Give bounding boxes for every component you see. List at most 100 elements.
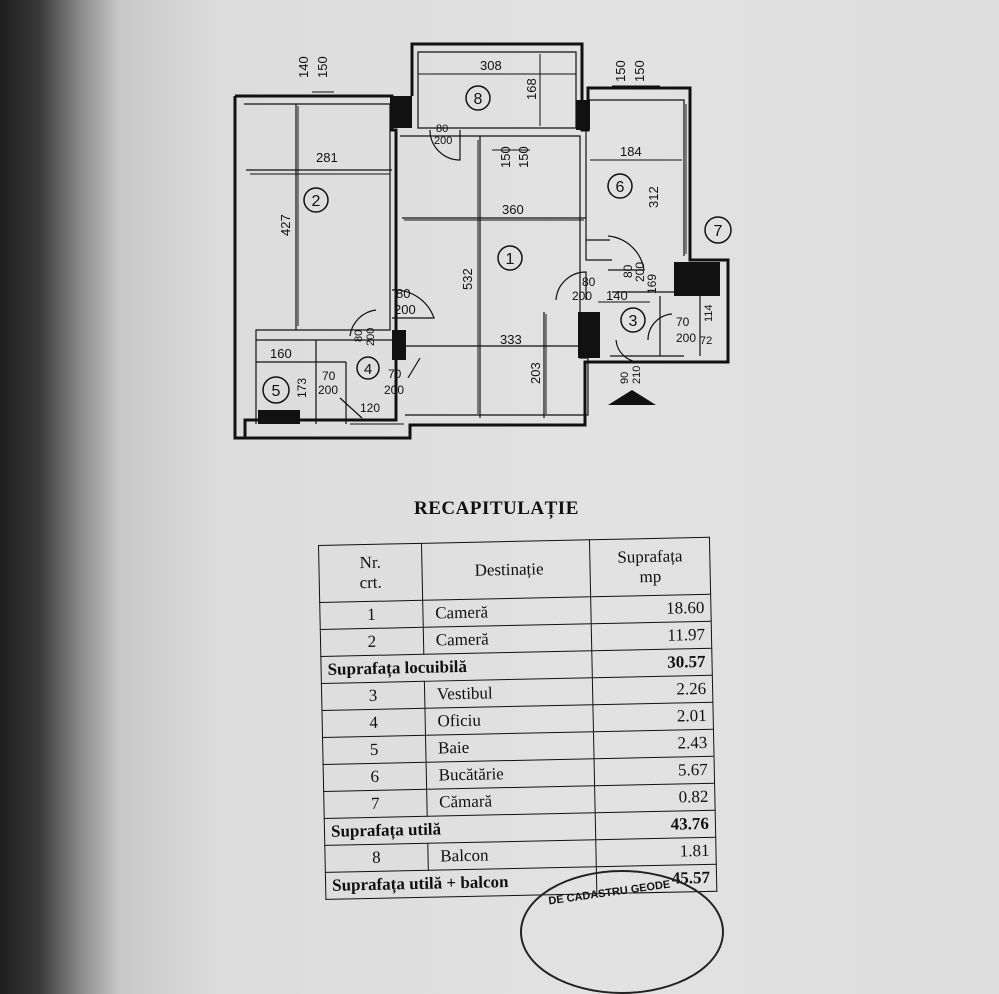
- room-circle: [303, 187, 329, 213]
- wall-block: [392, 330, 406, 360]
- wall-block: [674, 262, 720, 296]
- row-val: 5.67: [594, 756, 715, 786]
- entry-arrow-icon: [608, 390, 656, 405]
- row-nr: 7: [323, 789, 427, 819]
- dim-text: 160: [270, 346, 292, 361]
- row-val: 2.26: [592, 675, 713, 705]
- summary-val: 43.76: [595, 810, 716, 840]
- dim-text: 114: [703, 304, 715, 322]
- dim-text: 210: [631, 366, 643, 384]
- row-dest: Cameră: [423, 623, 593, 655]
- door-swing: [349, 309, 377, 337]
- row-val: 2.43: [593, 729, 715, 759]
- row-val: 18.60: [590, 594, 712, 624]
- row-nr: 5: [322, 735, 426, 765]
- row-dest: Vestibul: [424, 677, 594, 709]
- dim-text: 200: [318, 383, 338, 397]
- dim-text: 70: [322, 369, 336, 383]
- row-val: 2.01: [593, 702, 714, 732]
- dim-text: 281: [316, 150, 338, 165]
- recap-title: RECAPITULAȚIE: [414, 498, 579, 519]
- dim-text: 532: [460, 268, 475, 290]
- dim-text: 80: [582, 275, 596, 289]
- dim-text: 184: [620, 144, 642, 159]
- row-nr: 4: [321, 708, 426, 738]
- dim-text: 150: [632, 60, 647, 82]
- dim-text: 200: [434, 135, 452, 147]
- dim-text: 333: [500, 332, 522, 347]
- wall-block: [258, 410, 300, 424]
- room-circle: [607, 173, 633, 199]
- dim-text: 80: [436, 123, 448, 135]
- header-nr: Nr.crt.: [318, 543, 423, 603]
- dim-text: 80: [396, 286, 410, 301]
- row-val: 0.82: [594, 783, 716, 813]
- door-swing: [555, 271, 587, 301]
- dim-text: 427: [278, 214, 293, 236]
- row-nr: 6: [323, 762, 427, 792]
- dim-text: 203: [528, 362, 543, 384]
- dim-text: 200: [365, 328, 377, 346]
- row-nr: 2: [320, 627, 424, 657]
- row-nr: 1: [319, 600, 424, 630]
- row-dest: Balcon: [427, 839, 597, 871]
- dim-text: 120: [360, 401, 380, 415]
- dim-text: 173: [295, 378, 309, 398]
- row-dest: Baie: [425, 731, 595, 763]
- row-nr: 8: [324, 843, 429, 873]
- room-circle: [704, 216, 732, 244]
- door-swing: [607, 235, 645, 271]
- room-circle: [497, 245, 523, 271]
- dim-text: 312: [646, 186, 661, 208]
- dim-text: 72: [700, 335, 712, 347]
- room-number: 6: [616, 179, 625, 196]
- dim-text: 308: [480, 58, 502, 73]
- dimension-lines: [250, 54, 687, 425]
- dim-text: 70: [388, 367, 402, 381]
- row-dest: Cameră: [422, 596, 592, 628]
- dim-text: 150: [516, 146, 531, 168]
- header-destinatie: Destinație: [421, 539, 591, 601]
- row-val: 1.81: [595, 837, 717, 867]
- row-dest: Bucătărie: [425, 758, 595, 790]
- room-circle: [620, 307, 646, 333]
- row-nr: 3: [321, 681, 425, 711]
- room-circle: [465, 85, 491, 111]
- room-number: 8: [474, 91, 483, 108]
- door-swing: [615, 339, 641, 363]
- dim-text: 150: [613, 60, 628, 82]
- door-swing: [339, 357, 421, 419]
- wall-block: [576, 100, 590, 130]
- room-number: 2: [312, 193, 321, 210]
- dim-text: 80: [621, 264, 635, 278]
- dim-text: 360: [502, 202, 524, 217]
- dim-text: 200: [676, 331, 696, 345]
- dim-text: 168: [524, 78, 539, 100]
- dim-text: 200: [633, 262, 647, 282]
- room-circle: [356, 356, 380, 380]
- door-swing: [391, 289, 435, 319]
- door-swing: [429, 129, 461, 161]
- dim-text: 200: [384, 383, 404, 397]
- door-swing: [647, 313, 673, 341]
- dim-text: 200: [394, 302, 416, 317]
- room-circle: [262, 376, 290, 404]
- room-number: 7: [714, 223, 723, 240]
- row-dest: Cămară: [426, 785, 596, 817]
- room-number: 5: [272, 383, 281, 400]
- dim-text: 169: [645, 274, 659, 294]
- summary-val: 30.57: [592, 648, 713, 678]
- dim-text: 70: [676, 315, 690, 329]
- wall-block: [390, 96, 412, 128]
- dim-text: 200: [572, 289, 592, 303]
- row-dest: Oficiu: [424, 704, 594, 736]
- room-number: 1: [506, 251, 515, 268]
- room-number: 3: [629, 313, 638, 330]
- dim-text: 140: [606, 288, 628, 303]
- floor-plan: 8 2 1 6 7 3 4 5 140 150 308 168 150 150 …: [233, 42, 732, 440]
- room-number: 4: [364, 361, 372, 378]
- wall-block: [578, 312, 600, 358]
